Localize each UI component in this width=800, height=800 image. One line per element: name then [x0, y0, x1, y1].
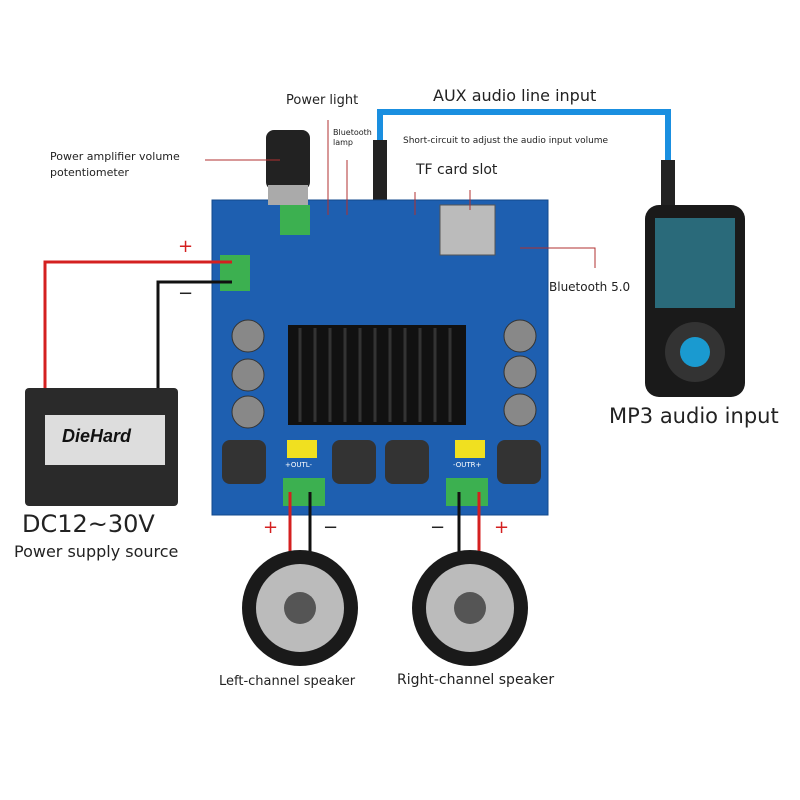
potentiometer-base — [280, 205, 310, 235]
battery-plus-sign: + — [178, 236, 194, 257]
aux-plug-right — [661, 160, 675, 210]
right-output-terminal — [446, 478, 488, 506]
tf-card-label: TF card slot — [416, 162, 498, 178]
right-jumper — [455, 440, 485, 458]
volume-pot-label-1: Power amplifier volume — [50, 150, 180, 163]
knob-shaft — [268, 185, 308, 205]
right-speaker-label: Right-channel speaker — [397, 672, 555, 688]
volume-knob — [266, 130, 310, 190]
left-jumper — [287, 440, 317, 458]
heatsink-fins — [298, 328, 452, 422]
mp3-player — [645, 205, 745, 397]
left-speaker-label: Left-channel speaker — [219, 674, 356, 689]
power-terminal — [220, 255, 250, 291]
tf-card-slot — [439, 204, 496, 256]
aux-input-label: AUX audio line input — [433, 86, 597, 105]
power-supply-label: Power supply source — [14, 542, 179, 561]
black-power-wire — [156, 280, 232, 390]
out-right-label: -OUTR+ — [453, 461, 482, 469]
left-minus-sign: − — [323, 517, 339, 538]
inductors — [222, 440, 541, 484]
bluetooth-lamp-label-1: Bluetooth — [333, 128, 372, 137]
bluetooth-label: Bluetooth 5.0 — [549, 280, 631, 294]
dc-voltage-label: DC12~30V — [22, 510, 155, 538]
mp3-input-label: MP3 audio input — [609, 404, 779, 428]
pointer-lines — [205, 120, 596, 268]
right-speaker — [412, 550, 528, 666]
right-plus-sign: + — [494, 517, 510, 538]
left-speaker — [242, 550, 358, 666]
aux-cable — [377, 109, 671, 195]
capacitors — [231, 319, 537, 429]
battery-brand: DieHard — [62, 426, 132, 446]
aux-plug-left — [373, 140, 387, 202]
bluetooth-lamp-label-2: lamp — [333, 138, 353, 147]
left-plus-sign: + — [263, 517, 279, 538]
power-light-label: Power light — [286, 93, 359, 108]
short-circuit-label: Short-circuit to adjust the audio input … — [403, 136, 609, 146]
right-minus-sign: − — [430, 517, 446, 538]
battery-label — [45, 415, 165, 465]
out-left-label: +OUTL- — [285, 461, 313, 469]
battery-minus-sign: − — [178, 283, 194, 304]
red-power-wire — [43, 260, 232, 390]
volume-pot-label-2: potentiometer — [50, 166, 129, 179]
